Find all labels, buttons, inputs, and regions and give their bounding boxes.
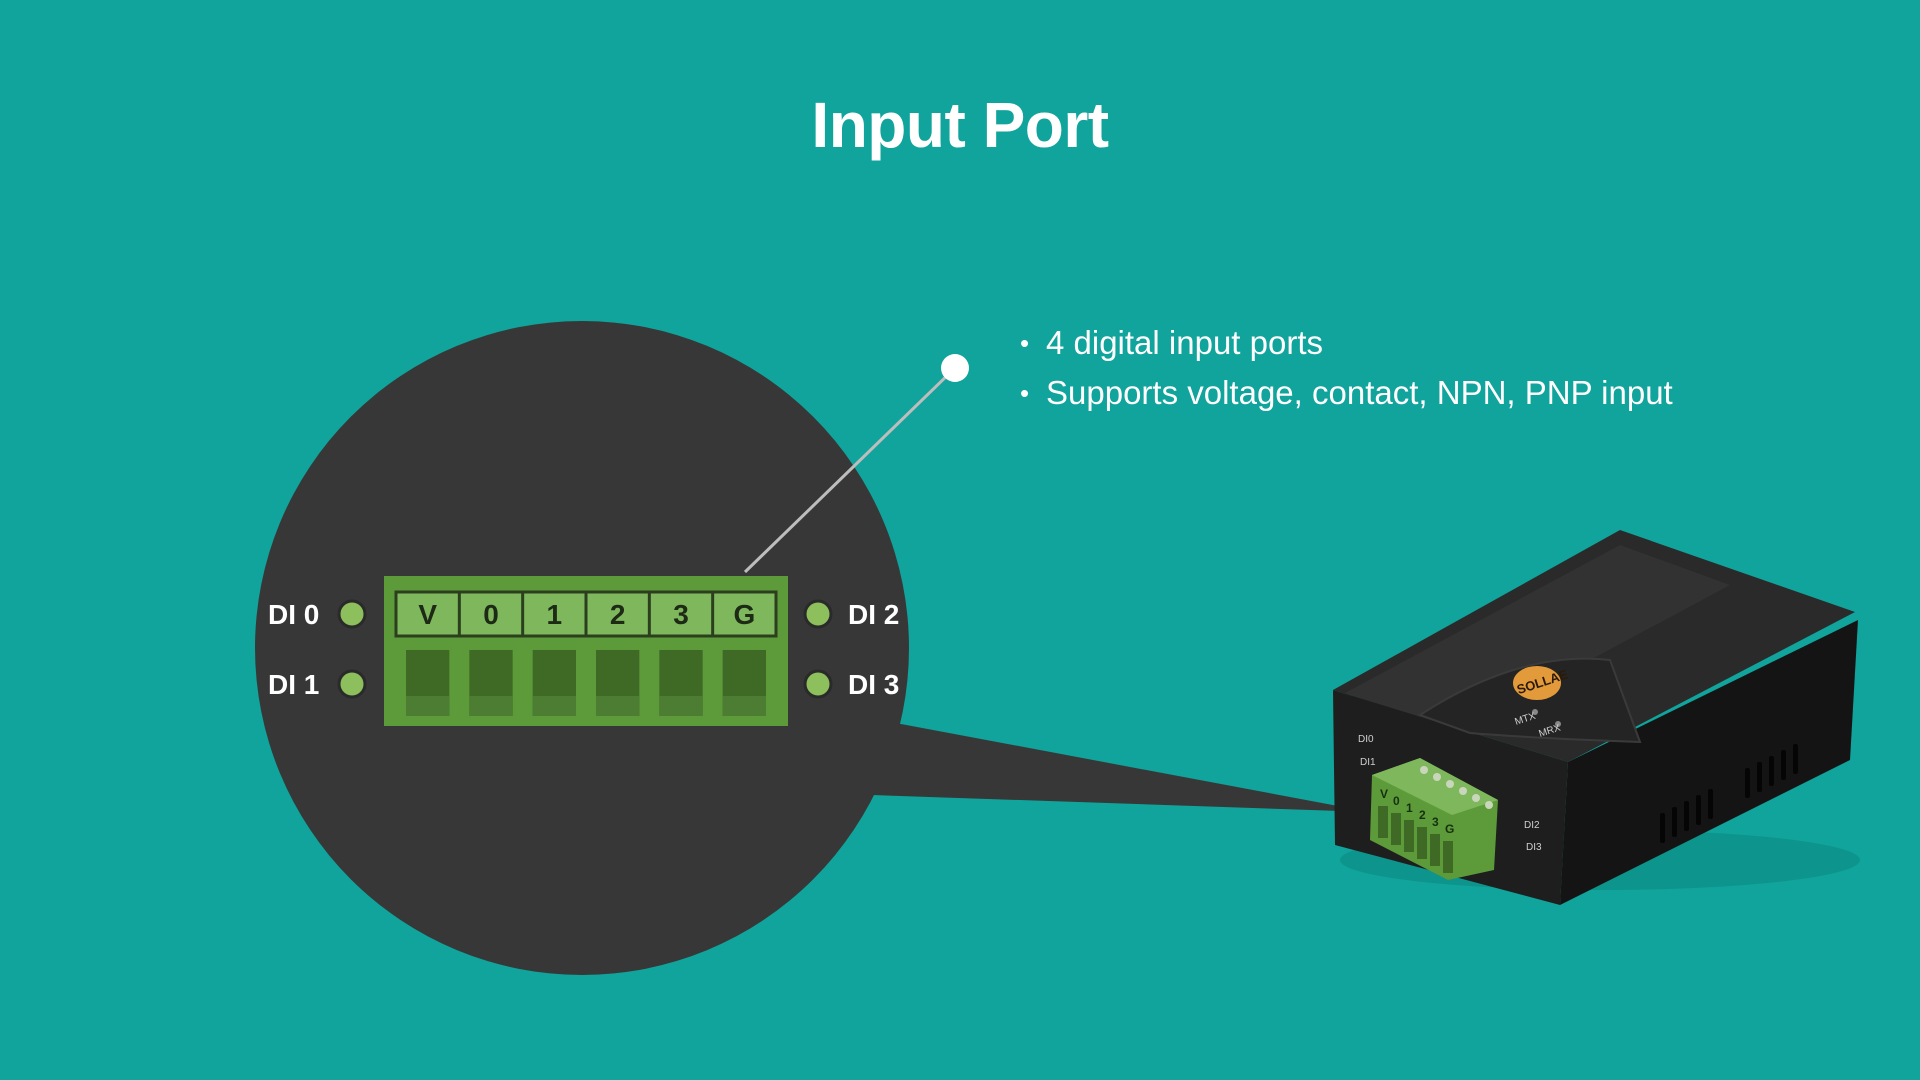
di2-led — [803, 599, 833, 629]
device-screw — [1446, 780, 1454, 788]
terminal-pin-cells: V 0 1 2 3 G — [406, 592, 766, 716]
device-pin-label: 0 — [1393, 794, 1400, 808]
vent-slot — [1660, 813, 1665, 843]
pin-socket-shade — [596, 696, 640, 716]
device-di3-label: DI3 — [1526, 842, 1542, 853]
pin-label: 2 — [610, 599, 626, 630]
device-pin-socket — [1378, 806, 1388, 838]
di0-label: DI 0 — [268, 599, 319, 630]
mrx-led — [1555, 721, 1561, 727]
vent-slot — [1769, 756, 1774, 786]
pin-label: 1 — [547, 599, 563, 630]
vent-slot — [1781, 750, 1786, 780]
feature-list: 4 digital input ports Supports voltage, … — [1020, 318, 1673, 418]
device-top-panel — [1417, 657, 1642, 744]
device-pin-label: 1 — [1406, 801, 1413, 815]
pointer-dot — [941, 354, 969, 382]
vent-slot — [1672, 807, 1677, 837]
device-right-face — [1560, 620, 1858, 905]
device-di0-label: DI0 — [1358, 734, 1374, 745]
device-screw — [1459, 787, 1467, 795]
device-pin-socket — [1417, 827, 1427, 859]
device-connector-top — [1372, 758, 1498, 815]
pin-label: 0 — [483, 599, 499, 630]
device-pin-socket — [1430, 834, 1440, 866]
pin-label: G — [733, 599, 755, 630]
vent-slot — [1708, 789, 1713, 819]
di3-label: DI 3 — [848, 669, 899, 700]
feature-item: 4 digital input ports — [1020, 318, 1673, 368]
di1-label: DI 1 — [268, 669, 319, 700]
di2-label: DI 2 — [848, 599, 899, 630]
pin-socket-shade — [469, 696, 513, 716]
pin-socket-shade — [406, 696, 450, 716]
led-indicators: DI 0 DI 1 DI 2 DI 3 — [268, 599, 899, 700]
device-pin-label: 2 — [1419, 808, 1426, 822]
page-title: Input Port — [811, 89, 1109, 161]
di0-led — [337, 599, 367, 629]
vent-slot — [1684, 801, 1689, 831]
device-screw — [1433, 773, 1441, 781]
device-pin-socket — [1391, 813, 1401, 845]
device-pin-label: V — [1380, 787, 1388, 801]
pin-socket-shade — [532, 696, 576, 716]
device-screw — [1472, 794, 1480, 802]
pin-label: V — [418, 599, 437, 630]
di1-led — [337, 669, 367, 699]
pin-socket-shade — [659, 696, 703, 716]
device-vents — [1660, 744, 1798, 843]
di3-led — [803, 669, 833, 699]
vent-slot — [1757, 762, 1762, 792]
terminal-block: V 0 1 2 3 G — [384, 576, 788, 726]
pin-label: 3 — [673, 599, 689, 630]
device-pin-label: G — [1445, 822, 1454, 836]
feature-item: Supports voltage, contact, NPN, PNP inpu… — [1020, 368, 1673, 418]
device-di1-label: DI1 — [1360, 757, 1376, 768]
device-di2-label: DI2 — [1524, 820, 1540, 831]
vent-slot — [1696, 795, 1701, 825]
device-screw — [1485, 801, 1493, 809]
vent-slot — [1793, 744, 1798, 774]
device-pin-label: 3 — [1432, 815, 1439, 829]
pin-socket-shade — [722, 696, 766, 716]
pointer-line — [743, 366, 957, 574]
device-logo — [1513, 666, 1561, 700]
vent-slot — [1745, 768, 1750, 798]
device-top-highlight — [1345, 545, 1730, 735]
device-pin-socket — [1404, 820, 1414, 852]
mtx-led — [1532, 709, 1538, 715]
zoom-wedge — [872, 720, 1370, 812]
device-screw — [1420, 766, 1428, 774]
device-pin-socket — [1443, 841, 1453, 873]
